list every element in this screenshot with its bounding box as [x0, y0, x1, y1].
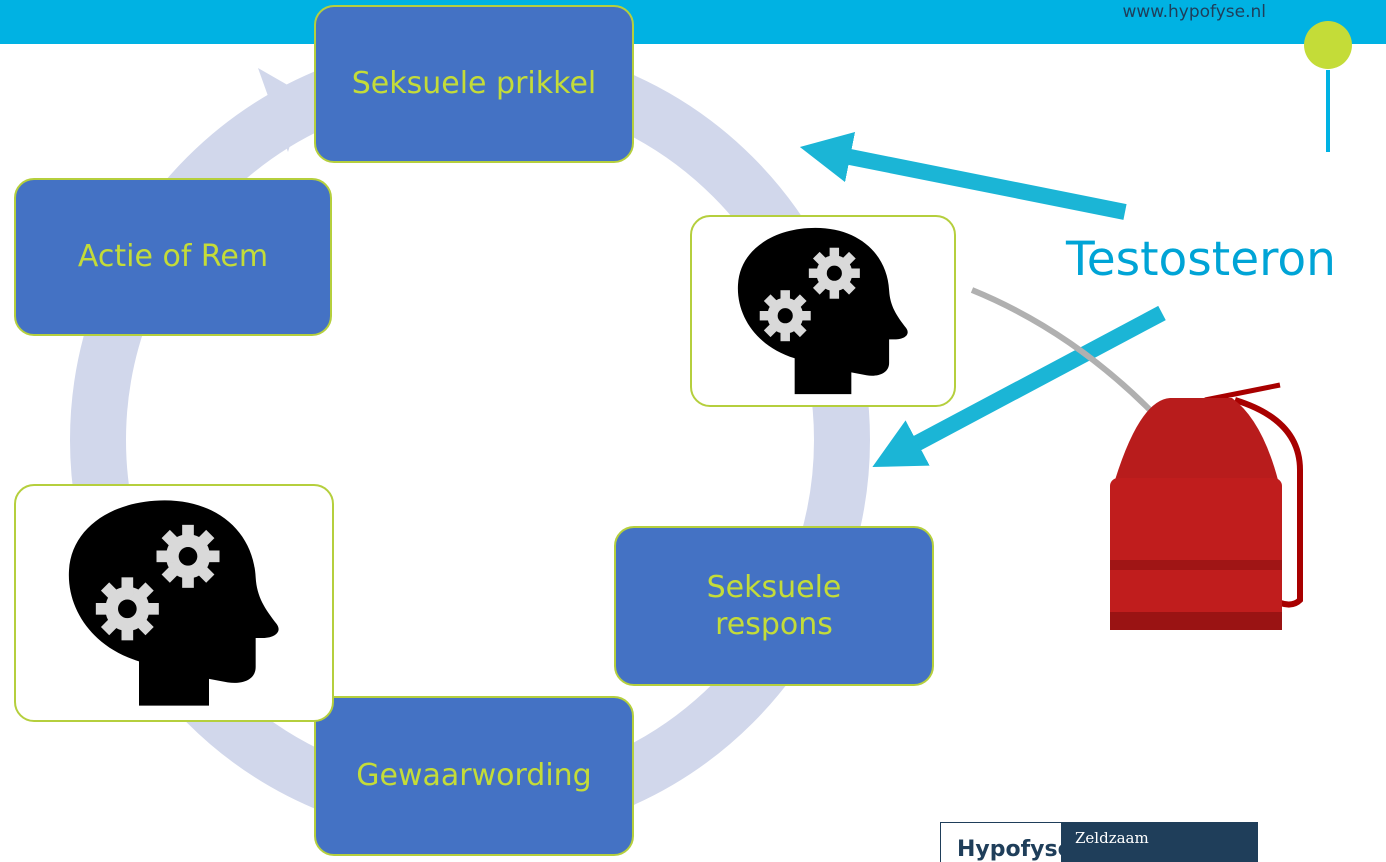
- hypofyse-logo: Hypofyse Zeldzaam: [940, 822, 1258, 862]
- arrow-to-prikkel: [799, 131, 1127, 220]
- node-actie-of-rem: Actie of Rem: [14, 178, 332, 336]
- logo-dot: [1304, 21, 1352, 69]
- node-seksuele-prikkel: Seksuele prikkel: [314, 5, 634, 163]
- oil-can-icon: [970, 287, 1303, 630]
- testosteron-label: Testosteron: [1066, 232, 1336, 287]
- head-with-gears-icon: [68, 500, 279, 706]
- logo-tagline: Zeldzaam: [1061, 823, 1257, 862]
- node-label: Actie of Rem: [77, 239, 269, 275]
- node-gewaarwording: Gewaarwording: [314, 696, 634, 856]
- node-label: Seksuele respons: [706, 569, 842, 643]
- arrow-to-respons: [872, 305, 1166, 468]
- cycle-arrowhead: [258, 68, 305, 152]
- site-url: www.hypofyse.nl: [1122, 2, 1266, 22]
- head-box-right: [690, 215, 956, 407]
- node-label: Gewaarwording: [356, 758, 592, 794]
- node-seksuele-respons: Seksuele respons: [614, 526, 934, 686]
- head-with-gears-icon: [737, 227, 908, 395]
- node-label: Seksuele prikkel: [351, 66, 597, 102]
- head-box-left: [14, 484, 334, 722]
- header-bar: [0, 0, 1386, 44]
- logo-name: Hypofyse: [941, 823, 1073, 862]
